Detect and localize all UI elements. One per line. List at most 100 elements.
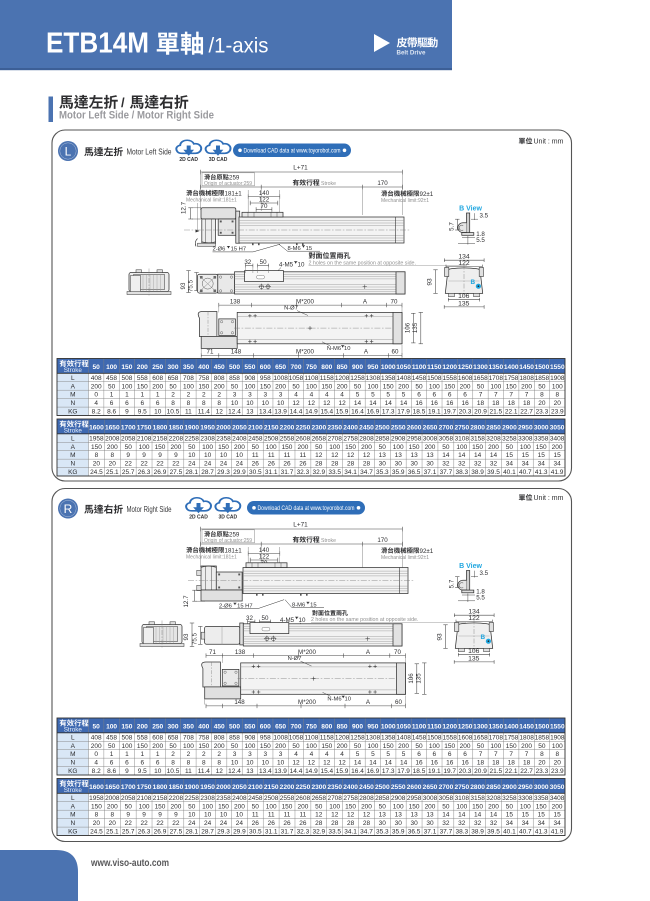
svg-text:2358: 2358 — [216, 795, 231, 802]
svg-text:24: 24 — [220, 820, 228, 827]
svg-text:400: 400 — [198, 364, 209, 371]
svg-text:558: 558 — [137, 734, 148, 741]
svg-text:18: 18 — [477, 400, 485, 407]
svg-text:30: 30 — [426, 820, 434, 827]
svg-text:93: 93 — [183, 633, 190, 640]
svg-text:36.5: 36.5 — [408, 829, 421, 836]
svg-text:M: M — [70, 812, 75, 819]
svg-text:1258: 1258 — [350, 734, 365, 741]
svg-text:32: 32 — [458, 461, 466, 468]
svg-text:1350: 1350 — [488, 364, 503, 371]
svg-text:5: 5 — [356, 751, 360, 758]
svg-text:4: 4 — [94, 400, 98, 407]
svg-text:20: 20 — [538, 760, 546, 767]
svg-text:100: 100 — [367, 743, 378, 750]
svg-text:14: 14 — [490, 452, 498, 459]
svg-text:300: 300 — [167, 723, 178, 730]
svg-text:1: 1 — [140, 392, 144, 399]
svg-text:50: 50 — [169, 383, 177, 390]
svg-text:100: 100 — [139, 803, 150, 810]
svg-text:6: 6 — [125, 760, 129, 767]
svg-text:70: 70 — [261, 203, 268, 210]
svg-text:Download CAD data at www.toyor: Download CAD data at www.toyorobot.com — [244, 149, 341, 155]
svg-text:36.5: 36.5 — [408, 469, 421, 476]
svg-text:200: 200 — [488, 803, 499, 810]
svg-text:2750: 2750 — [454, 424, 469, 431]
svg-text:2058: 2058 — [121, 435, 136, 442]
svg-text:13: 13 — [379, 452, 387, 459]
svg-text:13.9: 13.9 — [274, 768, 287, 775]
svg-text:750: 750 — [306, 364, 317, 371]
svg-text:28.7: 28.7 — [201, 469, 214, 476]
svg-text:200: 200 — [234, 444, 245, 451]
svg-text:B: B — [471, 279, 476, 286]
svg-text:3308: 3308 — [518, 795, 533, 802]
svg-text:148: 148 — [234, 699, 245, 706]
svg-text:50: 50 — [538, 743, 546, 750]
svg-text:1658: 1658 — [473, 375, 488, 382]
svg-text:600: 600 — [260, 364, 271, 371]
svg-text:2300: 2300 — [311, 784, 326, 791]
svg-text:200: 200 — [297, 803, 308, 810]
svg-text:ETB14M: ETB14M — [46, 28, 149, 60]
svg-text:50: 50 — [125, 444, 133, 451]
svg-text:6: 6 — [417, 751, 421, 758]
svg-text:13: 13 — [246, 768, 254, 775]
svg-text:22: 22 — [140, 820, 148, 827]
svg-text:2850: 2850 — [486, 424, 501, 431]
svg-text:2800: 2800 — [470, 784, 485, 791]
svg-text:50: 50 — [93, 364, 101, 371]
svg-text:26: 26 — [283, 461, 291, 468]
svg-text:2708: 2708 — [327, 795, 342, 802]
svg-text:100: 100 — [202, 803, 213, 810]
svg-text:2050: 2050 — [232, 424, 247, 431]
svg-text:Motor Left Side: Motor Left Side — [127, 147, 172, 156]
svg-text:12: 12 — [323, 400, 331, 407]
svg-text:200: 200 — [275, 383, 286, 390]
svg-text:30.5: 30.5 — [249, 829, 262, 836]
svg-text:75.5: 75.5 — [192, 632, 199, 645]
svg-text:150: 150 — [345, 444, 356, 451]
svg-text:14: 14 — [369, 760, 377, 767]
svg-text:34: 34 — [522, 461, 530, 468]
svg-text:1950: 1950 — [200, 424, 215, 431]
svg-text:6: 6 — [125, 400, 129, 407]
svg-text:2558: 2558 — [280, 795, 295, 802]
svg-text:29.9: 29.9 — [233, 469, 246, 476]
svg-text:2000: 2000 — [216, 784, 231, 791]
svg-text:L+71: L+71 — [293, 521, 308, 528]
svg-text:16.4: 16.4 — [351, 409, 364, 416]
svg-text:138: 138 — [235, 649, 246, 656]
svg-text:150: 150 — [383, 743, 394, 750]
svg-text:658: 658 — [168, 734, 179, 741]
svg-text:34: 34 — [553, 820, 561, 827]
svg-text:1858: 1858 — [535, 734, 550, 741]
svg-text:A: A — [71, 803, 76, 810]
svg-text:3.5: 3.5 — [480, 213, 489, 220]
svg-text:2900: 2900 — [502, 424, 517, 431]
svg-text:4: 4 — [340, 392, 344, 399]
svg-text:20: 20 — [554, 400, 562, 407]
svg-text:350: 350 — [183, 364, 194, 371]
svg-text:2 holes on the same position a: 2 holes on the same position at opposite… — [311, 617, 418, 623]
svg-text:Unit : mm: Unit : mm — [534, 495, 564, 502]
svg-text:24: 24 — [204, 461, 212, 468]
svg-text:2D CAD: 2D CAD — [189, 514, 208, 520]
svg-text:12: 12 — [331, 812, 339, 819]
svg-text:13: 13 — [379, 812, 387, 819]
svg-text:50: 50 — [108, 383, 116, 390]
svg-text:7: 7 — [509, 392, 513, 399]
svg-text:8: 8 — [171, 400, 175, 407]
svg-text:2008: 2008 — [105, 435, 120, 442]
svg-text:N: N — [70, 400, 75, 407]
svg-text:10: 10 — [246, 400, 254, 407]
svg-text:22.7: 22.7 — [520, 768, 533, 775]
svg-text:3050: 3050 — [550, 424, 565, 431]
svg-text:26.3: 26.3 — [138, 829, 151, 836]
svg-text:6: 6 — [417, 392, 421, 399]
svg-text:N-M6: N-M6 — [327, 346, 341, 352]
svg-text:34.7: 34.7 — [360, 469, 373, 476]
svg-text:26.9: 26.9 — [154, 829, 167, 836]
svg-text:8: 8 — [540, 751, 544, 758]
svg-text:5: 5 — [386, 392, 390, 399]
